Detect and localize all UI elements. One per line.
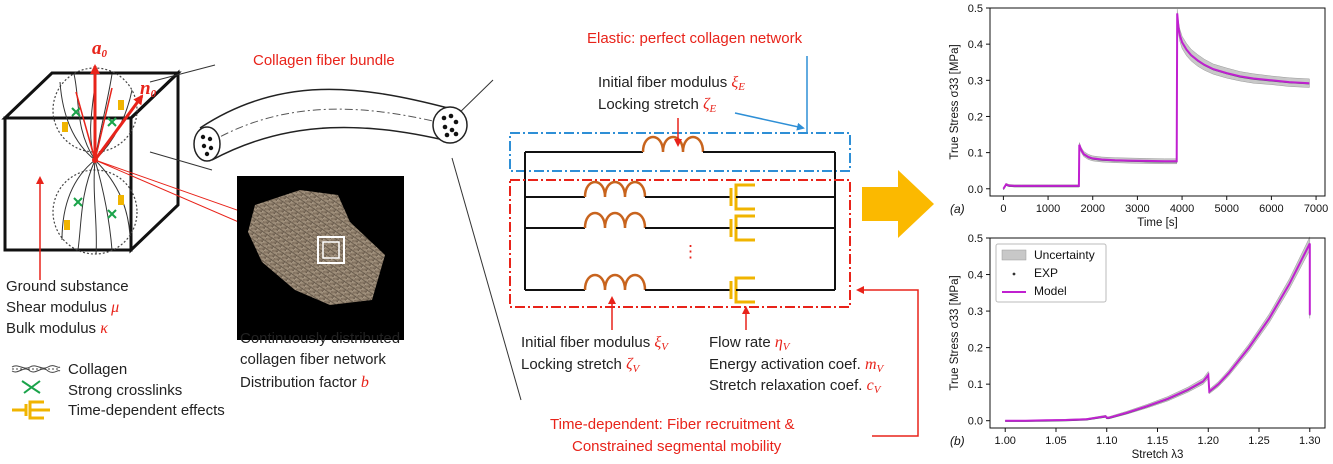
chart-a: 0 1000 2000 3000 4000 5000 6000 7000 0.0 0.1 0.2 0.… — [949, 3, 1328, 229]
legend-exp-marker — [1012, 272, 1016, 276]
x-tick-label: 6000 — [1259, 203, 1283, 215]
y-tick-label: 0.1 — [968, 379, 983, 391]
x-tick-label: 1.00 — [995, 435, 1016, 447]
y-axis-label: True Stress σ33 [MPa] — [949, 44, 961, 159]
network-line-1: Continuously distributed — [240, 330, 401, 347]
y-tick-label: 0.0 — [968, 416, 983, 428]
bundle-title: Collagen fiber bundle — [253, 52, 395, 69]
legend-collagen: Collagen — [68, 361, 128, 378]
y-tick-label: 0.1 — [968, 148, 983, 160]
elastic-lock-label: Locking stretch ζE — [598, 96, 717, 115]
y-tick-label: 0.4 — [968, 270, 983, 282]
y-tick-label: 0.5 — [968, 3, 983, 15]
a0-label: a0 — [92, 38, 107, 60]
elastic-modulus-label: Initial fiber modulus ξE — [598, 74, 745, 93]
x-axis-label: Time [s] — [1137, 217, 1177, 229]
uncertainty-band — [1003, 9, 1310, 191]
network-line-2: collagen fiber network — [240, 351, 386, 368]
shear-modulus-label: Shear modulus μ — [6, 299, 120, 316]
time-dependent-box — [509, 179, 851, 308]
time-title-2: Constrained segmental mobility — [572, 438, 782, 455]
viscous-branch-1 — [525, 180, 835, 211]
panel-label: (b) — [950, 434, 965, 448]
model-line — [1005, 243, 1311, 422]
y-tick-label: 0.2 — [968, 343, 983, 355]
legend-crosslinks: Strong crosslinks — [68, 382, 183, 399]
elastic-box — [509, 132, 851, 172]
ground-substance-label: Ground substance — [6, 278, 129, 295]
x-tick-label: 1.25 — [1248, 435, 1269, 447]
x-tick-label: 3000 — [1125, 203, 1149, 215]
crosslink-icon — [21, 380, 41, 394]
n0-arrow — [93, 94, 144, 161]
energy-coef-label: Energy activation coef. mV — [709, 356, 884, 375]
crosslink-marks — [71, 107, 117, 219]
x-tick-label: 1.20 — [1198, 435, 1219, 447]
flow-rate-label: Flow rate ηV — [709, 334, 790, 353]
bulk-modulus-label: Bulk modulus κ — [6, 320, 108, 337]
v-lock-label: Locking stretch ζV — [521, 356, 640, 375]
y-axis-label: True Stress σ33 [MPa] — [949, 275, 961, 390]
x-tick-label: 7000 — [1304, 203, 1328, 215]
legend-label: Model — [1034, 284, 1067, 298]
branch-ellipsis: ⋮ — [682, 242, 699, 261]
x-tick-label: 4000 — [1170, 203, 1194, 215]
legend-time-dependent: Time-dependent effects — [68, 402, 225, 419]
y-tick-label: 0.3 — [968, 306, 983, 318]
x-tick-label: 1000 — [1036, 203, 1060, 215]
x-tick-label: 5000 — [1214, 203, 1238, 215]
dashpot-icon — [12, 400, 50, 420]
panel-label: (a) — [950, 202, 965, 216]
y-tick-label: 0.0 — [968, 184, 983, 196]
viscous-branch-2 — [525, 211, 835, 242]
tissue-micrograph — [237, 176, 404, 340]
model-line — [1002, 13, 1310, 190]
dashpot-marks — [62, 100, 124, 230]
plot-frame — [989, 7, 1326, 197]
x-tick-label: 1.05 — [1045, 435, 1066, 447]
elastic-title: Elastic: perfect collagen network — [587, 30, 803, 47]
result-arrow — [862, 170, 934, 238]
x-tick-label: 1.30 — [1299, 435, 1320, 447]
time-title-1: Time-dependent: Fiber recruitment & — [550, 416, 795, 433]
legend-label: Uncertainty — [1034, 248, 1095, 262]
collagen-icon — [11, 365, 61, 373]
elastic-spring — [641, 135, 705, 153]
chart-b: 1.00 1.05 1.10 1.15 1.20 1.25 1.30 0.0 0.1 0.2 0.3… — [949, 233, 1326, 461]
v-modulus-label: Initial fiber modulus ξV — [521, 334, 668, 353]
y-tick-label: 0.2 — [968, 111, 983, 123]
x-axis-label: Stretch λ3 — [1132, 449, 1184, 461]
y-tick-label: 0.4 — [968, 39, 983, 51]
x-tick-label: 1.10 — [1096, 435, 1117, 447]
distribution-factor: Distribution factor b — [240, 374, 369, 391]
legend-band-swatch — [1001, 249, 1027, 261]
viscous-branch-n — [525, 273, 835, 304]
x-tick-label: 2000 — [1080, 203, 1104, 215]
fiber-bundle — [193, 88, 468, 162]
y-tick-label: 0.3 — [968, 75, 983, 87]
x-tick-label: 1.15 — [1147, 435, 1168, 447]
rheological-circuit — [509, 56, 919, 437]
x-tick-label: 0 — [1000, 203, 1006, 215]
n0-label: n0 — [140, 78, 157, 100]
legend-label: EXP — [1034, 266, 1058, 280]
stretch-coef-label: Stretch relaxation coef. cV — [709, 377, 881, 396]
y-tick-label: 0.5 — [968, 233, 983, 245]
tissue-cube — [1, 64, 182, 280]
